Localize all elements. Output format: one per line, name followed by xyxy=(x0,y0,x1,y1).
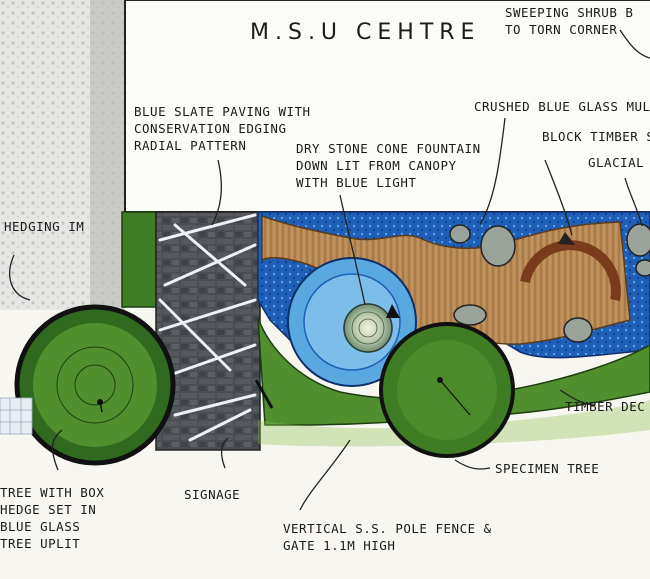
label-hedging: HEDGING IM xyxy=(4,219,85,234)
label-tree-with-box-hedge: TREE WITH BOX HEDGE SET IN BLUE GLASS TR… xyxy=(0,485,105,551)
label-signage: SIGNAGE xyxy=(184,487,241,502)
label-specimen-tree: SPECIMEN TREE xyxy=(495,461,600,476)
tree-with-box-hedge xyxy=(14,304,176,466)
left-grid-paving xyxy=(0,397,33,435)
label-timber-deck: TIMBER DEC xyxy=(565,399,646,414)
page-title: M.S.U CEHTRE xyxy=(250,20,481,45)
label-block-timber-seat: BLOCK TIMBER SE xyxy=(542,129,650,144)
label-crushed-blue-glass: CRUSHED BLUE GLASS MULC xyxy=(474,99,650,114)
building-outline xyxy=(124,0,650,213)
glacial-boulders xyxy=(449,223,650,343)
label-blue-slate-paving: BLUE SLATE PAVING WITH CONSERVATION EDGI… xyxy=(134,104,311,153)
leader-lines xyxy=(9,29,650,511)
label-glacial-boulders: GLACIAL F xyxy=(588,155,650,170)
signage-marker xyxy=(254,379,274,409)
label-sweeping-shrub: SWEEPING SHRUB B TO TORN CORNER xyxy=(505,5,634,37)
fountain-pond xyxy=(287,257,417,387)
blue-slate-paving xyxy=(155,211,261,451)
grey-wash-area xyxy=(0,0,125,310)
arc-arrow xyxy=(558,232,575,245)
label-fountain: DRY STONE CONE FOUNTAIN DOWN LIT FROM CA… xyxy=(296,141,481,190)
specimen-tree xyxy=(379,322,515,458)
label-pole-fence: VERTICAL S.S. POLE FENCE & GATE 1.1M HIG… xyxy=(283,521,492,553)
hedge-strip xyxy=(121,211,157,308)
block-timber-seat xyxy=(520,240,621,301)
